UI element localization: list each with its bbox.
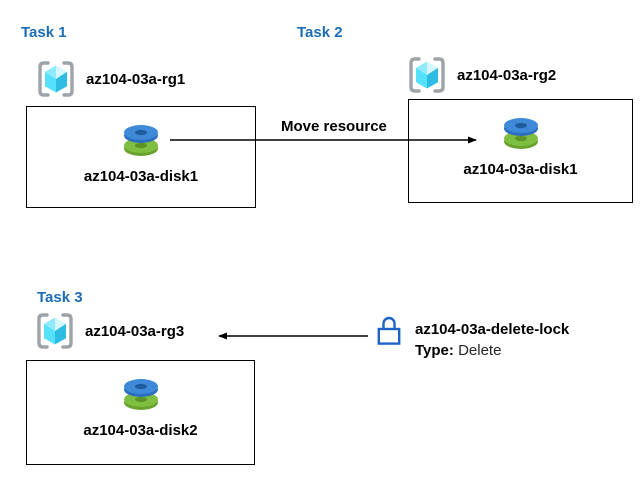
resource-group-icon [36,59,76,99]
delete-lock-annotation: az104-03a-delete-lock Type: Delete [374,312,569,361]
task3-rg-label: az104-03a-rg3 [85,322,185,340]
task3-title: Task 3 [37,289,83,307]
task2-disk-label: az104-03a-disk1 [463,161,578,178]
lock-type-label: Type: [415,342,454,359]
task2-resource-group: az104-03a-rg2 [407,55,556,95]
task1-disk-label: az104-03a-disk1 [83,168,199,185]
resource-group-icon [35,311,75,351]
lock-type-line: Type: Delete [415,340,569,361]
disk-icon [119,121,163,162]
move-resource-label: Move resource [281,118,387,135]
lock-text-block: az104-03a-delete-lock Type: Delete [415,319,569,361]
task3-resource-box: az104-03a-disk2 [26,360,255,465]
disk-icon [499,114,543,155]
task1-resource-group: az104-03a-rg1 [36,59,185,99]
task3-resource-group: az104-03a-rg3 [35,311,184,351]
lock-name: az104-03a-delete-lock [415,321,570,338]
task1-rg-label: az104-03a-rg1 [86,70,186,88]
lock-annotation-backdrop [373,302,598,366]
resource-group-icon [407,55,447,95]
task2-title: Task 2 [297,24,343,42]
lock-icon [374,312,404,349]
task2-rg-label: az104-03a-rg2 [457,66,557,84]
lock-type-value: Delete [458,342,502,359]
disk-icon [119,375,163,416]
task3-disk-label: az104-03a-disk2 [83,422,198,439]
task2-resource-box: az104-03a-disk1 [408,99,633,203]
task1-title: Task 1 [21,24,67,42]
task1-resource-box: az104-03a-disk1 [26,106,256,208]
